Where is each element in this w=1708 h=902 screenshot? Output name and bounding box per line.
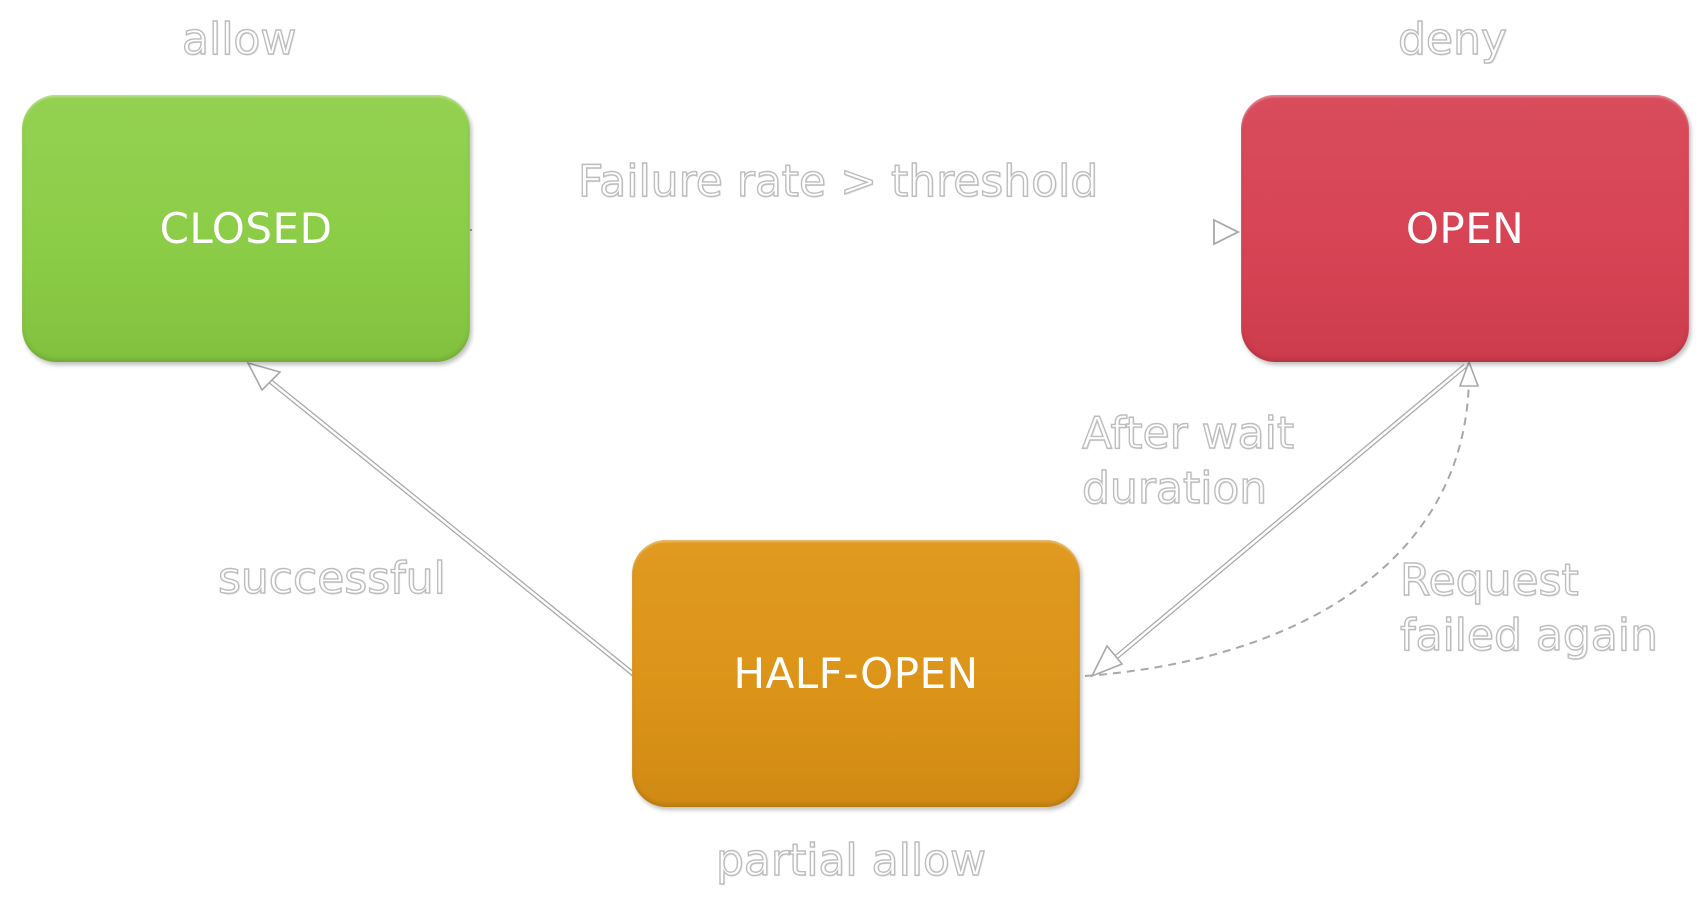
transition-label-half-open-to-open: Request failed again <box>1399 553 1658 663</box>
state-half-open-label: HALF-OPEN <box>733 649 979 698</box>
open-note: deny <box>1397 13 1507 65</box>
state-open[interactable]: OPEN <box>1241 95 1689 362</box>
state-closed[interactable]: CLOSED <box>22 95 470 362</box>
closed-note: allow <box>181 13 297 65</box>
transition-label-closed-to-open: Failure rate > threshold <box>577 155 1099 207</box>
transition-label-half-open-to-closed: successful <box>217 552 446 604</box>
arrow-closed-to-open <box>466 218 1241 246</box>
half-open-note: partial allow <box>715 834 986 886</box>
transition-label-half-open-to-open-line1: Request <box>1399 554 1579 606</box>
transition-label-open-to-half-open-line1: After wait <box>1081 407 1295 459</box>
arrow-half-open-to-closed <box>246 361 639 679</box>
state-closed-label: CLOSED <box>159 204 333 253</box>
transition-label-open-to-half-open-line2: duration <box>1081 462 1268 514</box>
arrow-half-open-to-open <box>1084 359 1480 677</box>
transition-label-half-open-to-open-line2: failed again <box>1399 609 1658 661</box>
arrow-open-to-half-open <box>1090 364 1467 678</box>
state-half-open[interactable]: HALF-OPEN <box>632 540 1080 807</box>
transition-label-open-to-half-open: After wait duration <box>1081 406 1295 516</box>
state-open-label: OPEN <box>1405 204 1525 253</box>
